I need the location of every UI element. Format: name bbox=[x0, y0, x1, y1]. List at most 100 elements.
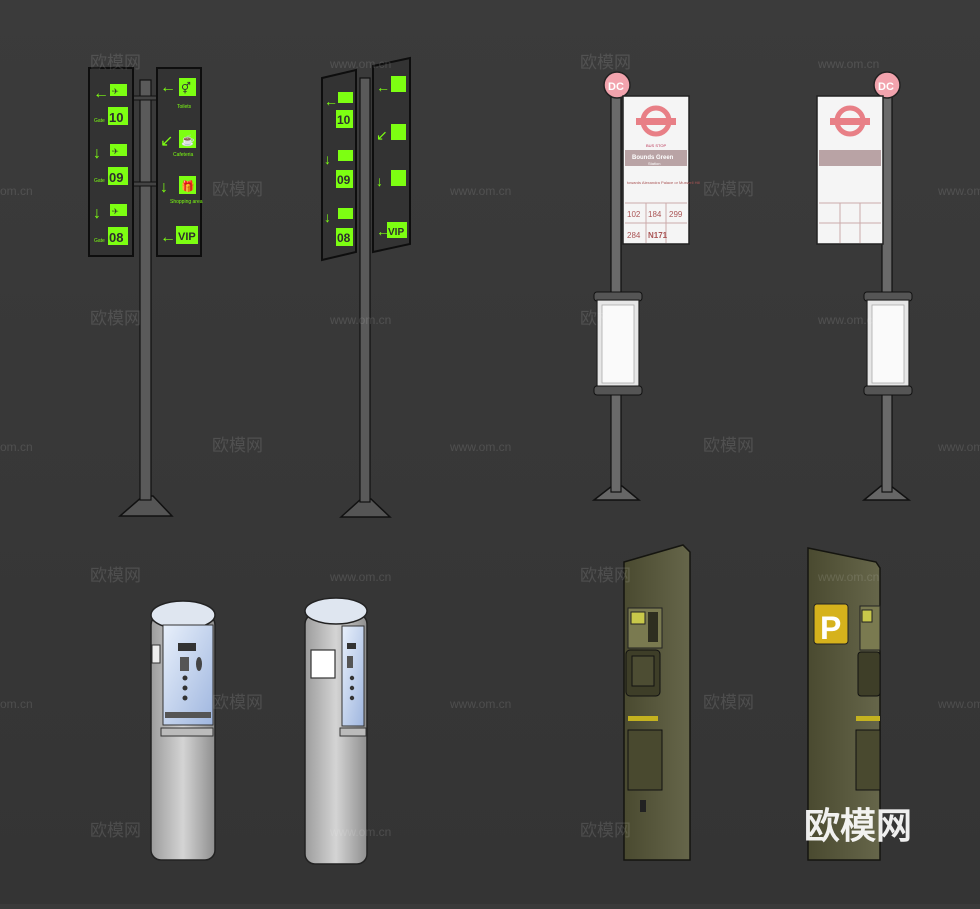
arrow-down-icon: ↓ bbox=[324, 151, 331, 167]
arrow-down-left-icon: ↙ bbox=[376, 127, 388, 143]
watermark-url: www.om.cn bbox=[817, 57, 879, 71]
wayfinding-sign-angled: ← 10 ↓ 09 ↓ 08 ← ↙ ↓ ← VIP bbox=[321, 56, 411, 518]
gate-label: Gate bbox=[94, 238, 105, 244]
watermark-text: 欧模网 bbox=[703, 180, 754, 199]
arrow-left-icon: ← bbox=[376, 79, 390, 95]
watermark-url: om.cn bbox=[0, 440, 33, 454]
brand-watermark: 欧模网 bbox=[804, 805, 912, 846]
stop-name: Bounds Green bbox=[632, 155, 674, 161]
watermark-url: www.om.cn bbox=[449, 184, 511, 198]
watermark-text: 欧模网 bbox=[90, 566, 141, 585]
parking-sign-letter: P bbox=[820, 610, 841, 646]
facility-row-toilets: ← ⚥ Toilets bbox=[160, 78, 196, 110]
watermark-url: www.om.cn bbox=[329, 57, 391, 71]
meter-screen bbox=[630, 611, 646, 625]
gate-row-08: ↓ 08 bbox=[324, 208, 353, 246]
parking-meter-angled: P bbox=[807, 547, 881, 861]
gate-row-10: ← ✈ Gate 10 bbox=[93, 84, 128, 125]
gate-row-08: ↓ ✈ Gate 08 bbox=[93, 204, 128, 245]
route-number: 284 bbox=[627, 231, 641, 240]
watermark-url: www.om.cn bbox=[937, 440, 980, 454]
watermark-url: www.om.cn bbox=[329, 570, 391, 584]
watermark-text: 欧模网 bbox=[580, 821, 631, 840]
arrow-down-icon: ↓ bbox=[160, 179, 168, 196]
gift-icon bbox=[391, 170, 406, 186]
wayfinding-sign-front: ← ✈ Gate 10 ↓ ✈ Gate 09 ↓ ✈ Gate 08 ← ⚥ … bbox=[88, 67, 203, 517]
arrow-left-icon: ← bbox=[324, 93, 338, 109]
stop-sub: Station bbox=[648, 161, 660, 166]
watermark-url: www.om.cn bbox=[449, 697, 511, 711]
bus-stop-header: BUS STOP bbox=[646, 143, 666, 148]
parking-meter-front bbox=[623, 544, 691, 861]
bus-stop-mirrored: DC bbox=[816, 71, 913, 501]
plane-icon: ✈ bbox=[112, 87, 119, 96]
watermark-layer: 欧模网 www.om.cn 欧模网 www.om.cn om.cn 欧模网 ww… bbox=[0, 53, 980, 840]
route-number: 299 bbox=[669, 210, 683, 219]
gate-row-09: ↓ ✈ Gate 09 bbox=[93, 144, 128, 185]
watermark-url: om.cn bbox=[0, 184, 33, 198]
gate-number: 10 bbox=[109, 110, 123, 125]
parking-sign bbox=[813, 603, 849, 645]
towards-text: towards Alexandra Palace or Muswell Hill bbox=[627, 180, 700, 185]
route-number: 184 bbox=[648, 210, 662, 219]
watermark-url: om.cn bbox=[0, 697, 33, 711]
meter-screen bbox=[861, 609, 873, 623]
gate-number: 10 bbox=[337, 113, 351, 127]
roundel-label: DC bbox=[608, 81, 624, 93]
watermark-url: www.om.cn bbox=[937, 697, 980, 711]
watermark-url: www.om.cn bbox=[817, 313, 879, 327]
silver-kiosk-angled bbox=[304, 597, 368, 865]
roundel-label: DC bbox=[878, 81, 894, 93]
arrow-left-icon: ← bbox=[160, 229, 176, 246]
facility-row-shopping: ↓ 🎁 Shopping area bbox=[160, 176, 203, 205]
arrow-left-icon: ← bbox=[376, 223, 390, 239]
arrow-left-icon: ← bbox=[93, 85, 109, 102]
gate-number: 09 bbox=[337, 173, 351, 187]
plane-icon: ✈ bbox=[112, 207, 119, 216]
facility-label: Cafeteria bbox=[173, 152, 194, 158]
arrow-down-icon: ↓ bbox=[376, 173, 383, 189]
watermark-text: 欧模网 bbox=[212, 436, 263, 455]
facility-label: Shopping area bbox=[170, 199, 203, 205]
gate-row-10: ← 10 bbox=[324, 92, 353, 128]
watermark-text: 欧模网 bbox=[90, 309, 141, 328]
watermark-text: 欧模网 bbox=[703, 436, 754, 455]
watermark-url: www.om.cn bbox=[817, 570, 879, 584]
watermark-url: www.om.cn bbox=[937, 184, 980, 198]
gate-row-09: ↓ 09 bbox=[324, 150, 353, 188]
arrow-down-icon: ↓ bbox=[93, 145, 101, 162]
toilets-icon: ⚥ bbox=[181, 81, 191, 95]
gate-number: 08 bbox=[337, 231, 351, 245]
arrow-down-icon: ↓ bbox=[93, 205, 101, 222]
route-number: N171 bbox=[648, 231, 668, 240]
facility-label: Toilets bbox=[177, 104, 192, 110]
arrow-down-icon: ↓ bbox=[324, 209, 331, 225]
watermark-text: 欧模网 bbox=[703, 693, 754, 712]
gift-icon: 🎁 bbox=[181, 180, 195, 193]
vip-label: VIP bbox=[178, 231, 196, 243]
facility-row-cafeteria: ↙ ☕ Cafeteria bbox=[160, 130, 196, 158]
watermark-text: 欧模网 bbox=[90, 821, 141, 840]
route-number: 102 bbox=[627, 210, 641, 219]
coffee-icon bbox=[391, 124, 406, 140]
arrow-left-icon: ← bbox=[160, 79, 176, 96]
watermark-url: www.om.cn bbox=[449, 440, 511, 454]
bus-stop-front: DC BUS STOP Bounds Green Station towards… bbox=[591, 71, 700, 501]
watermark-text: 欧模网 bbox=[212, 693, 263, 712]
watermark-url: www.om.cn bbox=[329, 313, 391, 327]
plane-icon: ✈ bbox=[112, 147, 119, 156]
arrow-down-left-icon: ↙ bbox=[160, 133, 173, 150]
watermark-text: 欧模网 bbox=[90, 53, 141, 72]
vip-label: VIP bbox=[388, 227, 404, 238]
facility-row-vip: ← VIP bbox=[160, 226, 198, 246]
gate-label: Gate bbox=[94, 118, 105, 124]
gate-label: Gate bbox=[94, 178, 105, 184]
coffee-icon: ☕ bbox=[181, 133, 195, 147]
watermark-url: www.om.cn bbox=[329, 825, 391, 839]
gate-number: 08 bbox=[109, 230, 123, 245]
watermark-text: 欧模网 bbox=[580, 309, 631, 328]
watermark-text: 欧模网 bbox=[212, 180, 263, 199]
watermark-text: 欧模网 bbox=[580, 53, 631, 72]
